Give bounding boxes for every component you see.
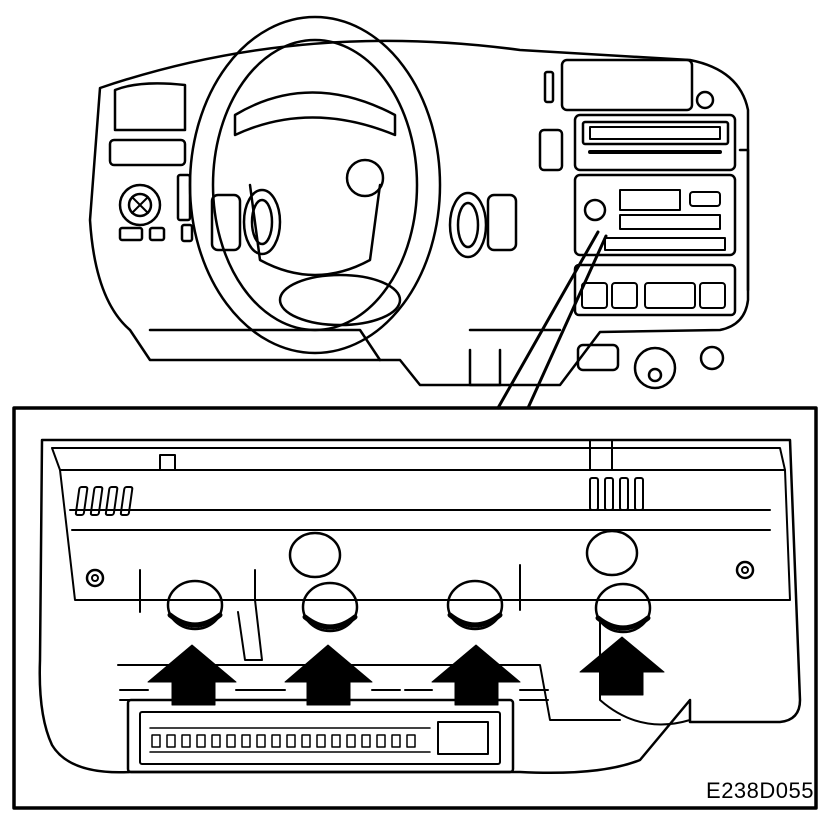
detail-view (12, 406, 818, 810)
vent-slots-left (74, 486, 134, 516)
connector-pins (151, 734, 416, 748)
arrow-up-4 (579, 636, 665, 696)
centre-console (468, 58, 750, 390)
knob-upper-2 (585, 529, 639, 577)
climate-knob (583, 198, 607, 222)
climate-control-panel (573, 173, 737, 257)
arrow-up-2 (284, 644, 373, 706)
detail-frame (12, 406, 818, 810)
screw-left (85, 568, 105, 588)
left-vent (113, 82, 187, 132)
arrow-up-3 (431, 644, 521, 706)
figure-id-label: E238D055 (706, 778, 814, 803)
clip-knobs (166, 579, 652, 634)
left-panel-slot (108, 138, 187, 167)
light-switch-knob (118, 183, 162, 227)
radio-unit (573, 113, 737, 172)
arrow-up-1 (147, 644, 237, 706)
panel-body (38, 438, 802, 775)
dashboard-overview (88, 15, 750, 410)
knob-upper-1 (288, 531, 342, 579)
right-spoke-buttons (448, 191, 488, 259)
push-arrows (147, 636, 665, 706)
dashboard-outline (88, 39, 750, 387)
steering-wheel (188, 15, 518, 355)
leader-line (496, 230, 608, 410)
left-spoke-buttons (242, 188, 282, 256)
vent-slots-right (589, 477, 644, 511)
horn-emblem (345, 158, 385, 198)
screw-right (735, 560, 755, 580)
connector-block (126, 698, 515, 774)
